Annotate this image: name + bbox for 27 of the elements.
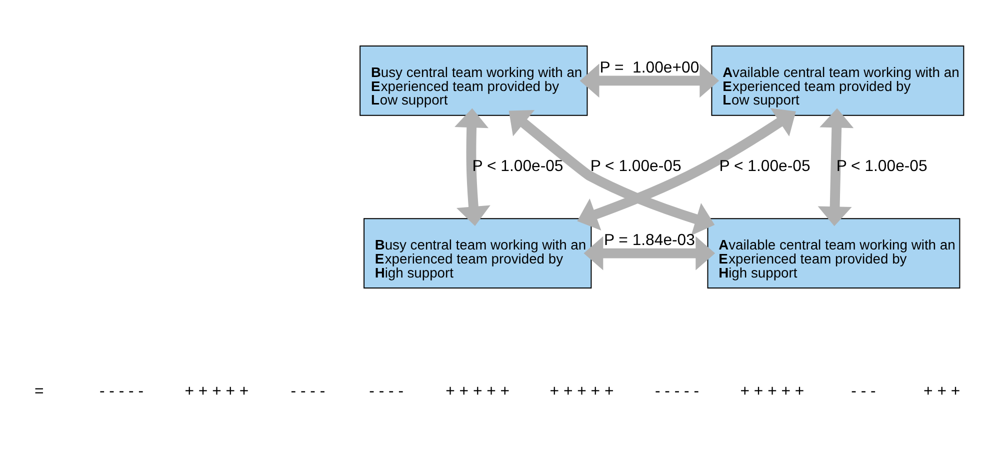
arrow <box>580 63 720 98</box>
edge-label: P < 1.00e-05 <box>836 157 928 174</box>
node-box: Available central team working with an Experienced team provided by Low support <box>711 44 964 116</box>
label: = <box>34 382 44 400</box>
label: - - - - <box>290 382 326 400</box>
arrow <box>454 108 490 226</box>
label: - - - - - <box>99 382 144 400</box>
label: + + + + + <box>550 382 614 400</box>
label: + + + + + <box>446 382 510 400</box>
label: + + + <box>924 382 960 400</box>
arrow <box>577 108 796 230</box>
edge-label: P < 1.00e-05 <box>472 157 564 174</box>
edge-label: P < 1.00e-05 <box>719 157 810 174</box>
arrow <box>584 236 716 270</box>
arrow <box>508 110 715 235</box>
label: + + + + + <box>184 382 249 400</box>
node-box: Busy central team working with an Experienced team provided by Low support <box>360 44 588 116</box>
node-box: Busy central team working with an Experienced team provided by High support <box>364 218 592 288</box>
label: - - - - <box>369 382 404 400</box>
edge-label: P = 1.00e+00 <box>600 59 700 76</box>
node-box: Available central team working with an Experienced team provided by High support <box>707 218 960 288</box>
label: - - - - - <box>654 382 700 400</box>
label: - - - <box>851 382 876 400</box>
arrow <box>818 108 854 226</box>
edge-label: P < 1.00e-05 <box>590 157 682 174</box>
edge-label: P = 1.84e-03 <box>604 232 695 249</box>
label: + + + + + <box>740 382 804 400</box>
